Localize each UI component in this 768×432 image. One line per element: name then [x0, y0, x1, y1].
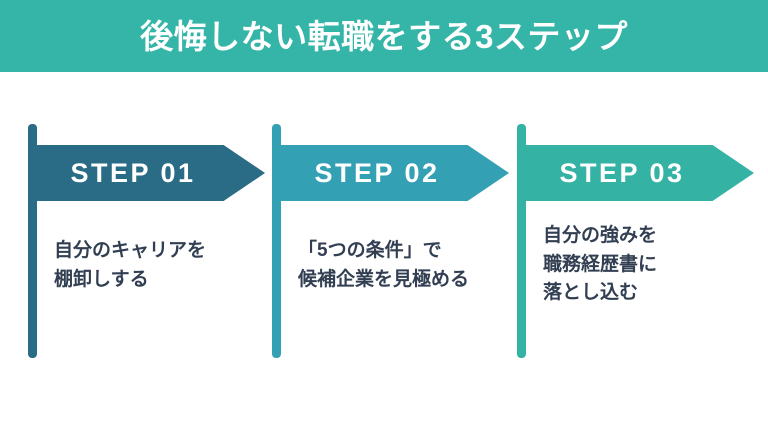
step-label-1: STEP 01	[70, 157, 196, 188]
step-pole-3	[517, 124, 526, 358]
step-banner-3: STEP 03	[524, 145, 754, 201]
step-description-line: 落とし込む	[543, 282, 639, 303]
step-description-line: 自分の強みを	[543, 225, 658, 246]
step-label-3: STEP 03	[559, 157, 685, 188]
step-description-1: 自分のキャリアを 棚卸しする	[54, 237, 206, 294]
step-description-3: 自分の強みを 職務経歴書に 落とし込む	[543, 222, 657, 308]
step-description-line: 棚卸しする	[54, 268, 149, 290]
arrow-shape-icon	[524, 145, 754, 201]
step-description-2: 「5つの条件」で 候補企業を見極める	[298, 237, 469, 294]
step-banner-1: STEP 01	[35, 145, 265, 201]
arrow-shape-icon	[279, 145, 509, 201]
step-column-3: STEP 03 自分の強みを 職務経歴書に 落とし込む	[517, 72, 762, 432]
arrow-shape-icon	[35, 145, 265, 201]
step-column-1: STEP 01 自分のキャリアを 棚卸しする	[28, 72, 276, 432]
header-band: 後悔しない転職をする3ステップ	[0, 0, 768, 72]
steps-container: STEP 01 自分のキャリアを 棚卸しする STEP 02 「5つの条件」で …	[0, 72, 768, 432]
step-pole-2	[272, 124, 281, 358]
page-title: 後悔しない転職をする3ステップ	[140, 17, 628, 55]
step-description-line: 「5つの条件」で	[298, 240, 442, 261]
step-pole-1	[28, 124, 37, 358]
step-description-line: 自分のキャリアを	[54, 240, 207, 261]
step-banner-2: STEP 02	[279, 145, 509, 201]
step-description-line: 職務経歴書に	[543, 253, 658, 275]
step-label-2: STEP 02	[314, 157, 440, 188]
step-description-line: 候補企業を見極める	[298, 268, 470, 290]
step-column-2: STEP 02 「5つの条件」で 候補企業を見極める	[272, 72, 518, 432]
